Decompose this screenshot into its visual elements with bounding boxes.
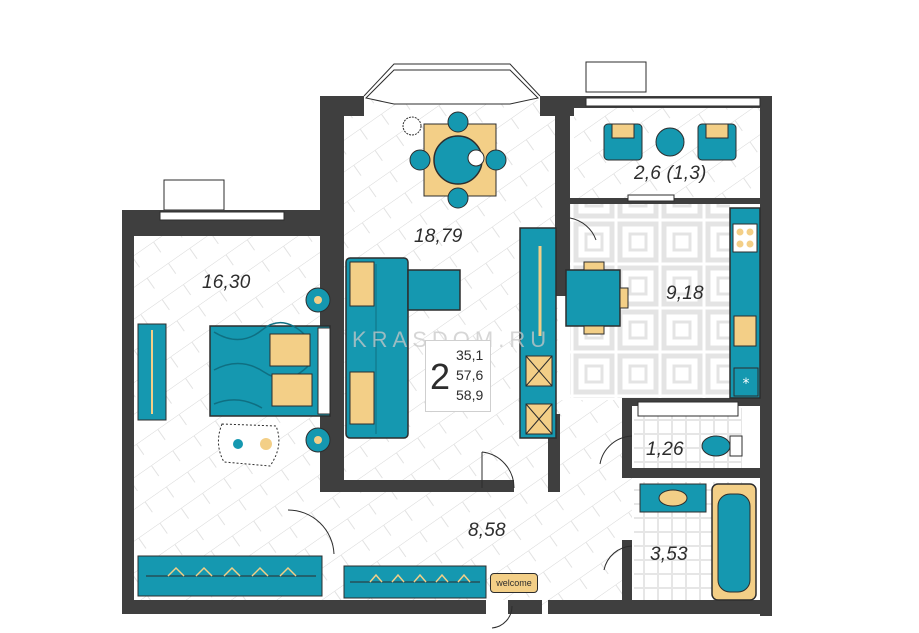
stove-icon	[729, 207, 761, 399]
summary-box	[425, 340, 491, 412]
kitchen-table-icon	[565, 261, 629, 335]
windows	[159, 69, 761, 221]
sink-icon-bath	[639, 483, 707, 513]
bathtub-icon	[711, 483, 757, 601]
balcony-area-label: 2,6 (1,3)	[634, 163, 707, 184]
rooms-count: 2	[430, 356, 451, 397]
toilet-icon	[637, 401, 743, 457]
bedroom-area-label: 16,30	[202, 272, 251, 293]
living-area-total: 35,1	[456, 347, 484, 363]
lamp-icon	[305, 287, 331, 453]
sink-icon	[733, 315, 757, 347]
plant-icon	[402, 116, 422, 136]
bed-icon	[209, 321, 331, 417]
entry-door	[486, 600, 508, 614]
wc-area-label: 1,26	[646, 439, 684, 460]
hall-area-label: 8,58	[468, 520, 506, 541]
bath-area-label: 3,53	[650, 544, 688, 565]
fridge-icon: *	[733, 367, 759, 397]
sofa-icon	[345, 257, 461, 439]
tv-stand-icon	[519, 227, 557, 439]
door-swings	[287, 217, 633, 629]
total-area-with-balcony: 58,9	[456, 387, 484, 403]
total-area: 57,6	[456, 367, 484, 383]
walls	[122, 96, 772, 616]
doormat: welcome	[490, 573, 538, 593]
hanger-icons	[167, 566, 471, 583]
kitchen-area-label: 9,18	[666, 283, 704, 304]
living-area-label: 18,79	[414, 226, 463, 247]
armchair-icon	[603, 123, 737, 161]
rug-icon	[218, 423, 280, 467]
svg-text:*: *	[743, 376, 750, 392]
dining-table-icon	[409, 111, 507, 209]
